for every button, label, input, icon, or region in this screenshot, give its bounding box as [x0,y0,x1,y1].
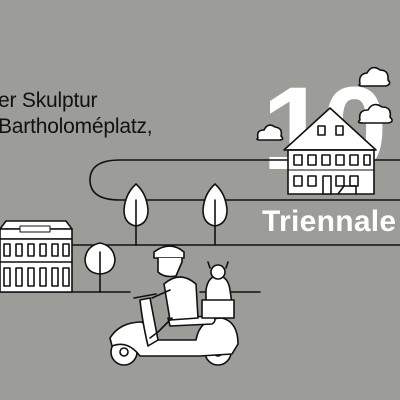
scooter-riders-illustration [109,245,239,366]
road-upper [89,159,400,201]
intro-line-1: er Skulptur [0,89,98,112]
cloud-icon [256,124,284,141]
tree-icon [123,183,149,246]
intro-line-2: Bartholoméplatz, [0,115,153,138]
intro-text: er Skulptur Bartholoméplatz, [0,88,153,140]
house-illustration [283,107,377,195]
tree-icon [84,242,116,293]
event-title: Triennale [262,205,397,238]
cloud-icon [357,103,393,124]
cloud-icon [358,66,391,87]
tree-icon [202,183,228,246]
villa-illustration [0,220,73,293]
